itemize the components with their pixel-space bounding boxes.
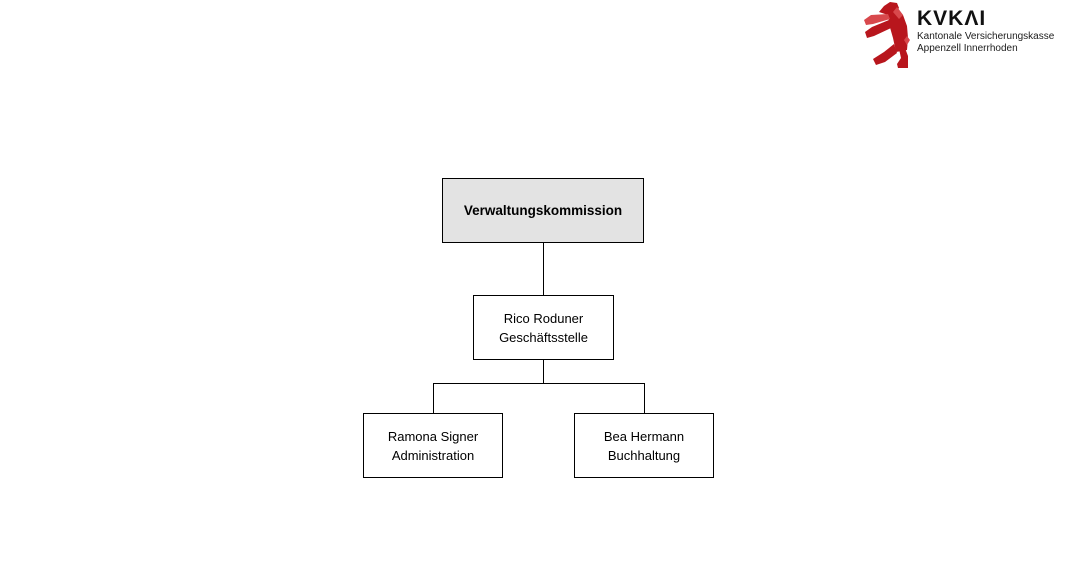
- org-node-name: Rico Roduner: [503, 310, 584, 326]
- connector-horizontal: [433, 383, 645, 384]
- connector-to-staff-right: [644, 384, 645, 413]
- logo-caption-line2: Appenzell Innerrhoden: [917, 42, 1018, 54]
- logo-caption: Kantonale Versicherungskasse Appenzell I…: [917, 31, 1054, 54]
- org-node-role: Administration: [391, 447, 475, 463]
- connector-manager-down: [543, 360, 544, 384]
- org-node-verwaltungskommission: Verwaltungskommission: [442, 178, 644, 243]
- org-node-name: Bea Hermann: [603, 428, 685, 444]
- org-node-administration: Ramona Signer Administration: [363, 413, 503, 478]
- org-node-role: Buchhaltung: [607, 447, 681, 463]
- org-node-geschaeftsstelle: Rico Roduner Geschäftsstelle: [473, 295, 614, 360]
- bear-icon: [864, 2, 910, 68]
- connector-to-staff-left: [433, 384, 434, 413]
- company-logo: KVKΛI Kantonale Versicherungskasse Appen…: [863, 2, 1073, 68]
- connector-root-to-manager: [543, 243, 544, 295]
- org-node-name: Ramona Signer: [387, 428, 479, 444]
- org-node-buchhaltung: Bea Hermann Buchhaltung: [574, 413, 714, 478]
- org-node-title: Verwaltungskommission: [463, 203, 623, 218]
- logo-wordmark: KVKΛI: [917, 7, 987, 30]
- logo-caption-line1: Kantonale Versicherungskasse: [917, 31, 1055, 42]
- org-node-role: Geschäftsstelle: [499, 329, 588, 345]
